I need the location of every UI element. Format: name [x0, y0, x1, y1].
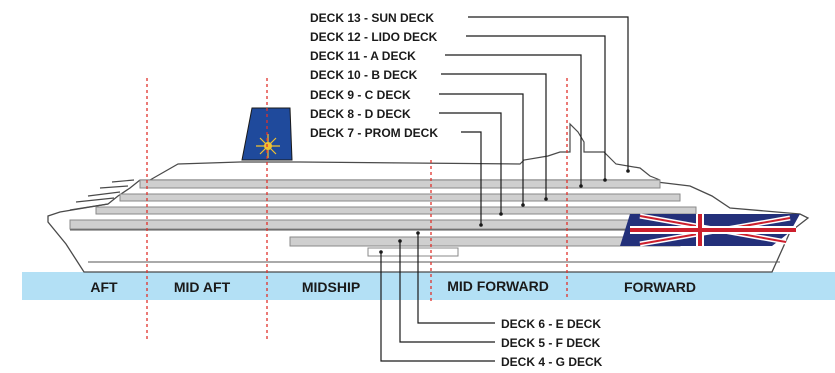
deck-4-label: DECK 4 - G DECK — [501, 355, 603, 369]
deck-9-label: DECK 9 - C DECK — [310, 88, 411, 102]
sunburst-logo-icon — [256, 134, 280, 158]
deck-band-upper — [139, 179, 661, 189]
deck-8-leader — [439, 112, 502, 214]
deck-4-marker — [379, 250, 383, 254]
union-jack-bow-icon — [620, 213, 800, 247]
zone-label-mid-forward: MID FORWARD — [447, 278, 549, 294]
zone-label-forward: FORWARD — [624, 279, 696, 295]
deck-6-label: DECK 6 - E DECK — [501, 317, 601, 331]
deck-12-leader — [466, 35, 606, 180]
deck-7-leader — [461, 131, 482, 225]
ship-superstructure — [147, 122, 661, 181]
deck-band-8 — [95, 206, 697, 215]
deck-10-label: DECK 10 - B DECK — [310, 68, 418, 82]
deck-7-marker — [479, 223, 483, 227]
zone-label-midship: MIDSHIP — [302, 279, 360, 295]
deck-12-label: DECK 12 - LIDO DECK — [310, 30, 438, 44]
deck-8-label: DECK 8 - D DECK — [310, 107, 411, 121]
deck-7-label: DECK 7 - PROM DECK — [310, 126, 438, 140]
deck-6-marker — [416, 231, 420, 235]
deck-11-marker — [579, 184, 583, 188]
zone-label-aft: AFT — [90, 279, 118, 295]
deck-5-leader — [399, 241, 495, 343]
deck-13-marker — [626, 169, 630, 173]
deck-4-leader — [380, 252, 495, 362]
deck-5-label: DECK 5 - F DECK — [501, 336, 601, 350]
deck-5-marker — [398, 239, 402, 243]
deck-10-marker — [544, 197, 548, 201]
deck-band-7 — [69, 219, 691, 230]
deck-10-leader — [441, 73, 547, 199]
deck-13-leader — [468, 16, 629, 171]
water-band — [22, 272, 835, 300]
deck-9-leader — [439, 93, 524, 205]
deck-6-leader — [417, 233, 495, 324]
deck-8-marker — [499, 212, 503, 216]
deck-12-marker — [603, 178, 607, 182]
deck-11-leader — [445, 54, 582, 186]
deck-band-4 — [367, 247, 459, 257]
zone-label-mid-aft: MID AFT — [174, 279, 231, 295]
ship-silhouette — [47, 107, 810, 273]
deck-13-label: DECK 13 - SUN DECK — [310, 11, 434, 25]
aft-step-decks — [69, 179, 135, 211]
deck-band-9 — [119, 193, 681, 202]
deck-9-marker — [521, 203, 525, 207]
deck-11-label: DECK 11 - A DECK — [310, 49, 416, 63]
